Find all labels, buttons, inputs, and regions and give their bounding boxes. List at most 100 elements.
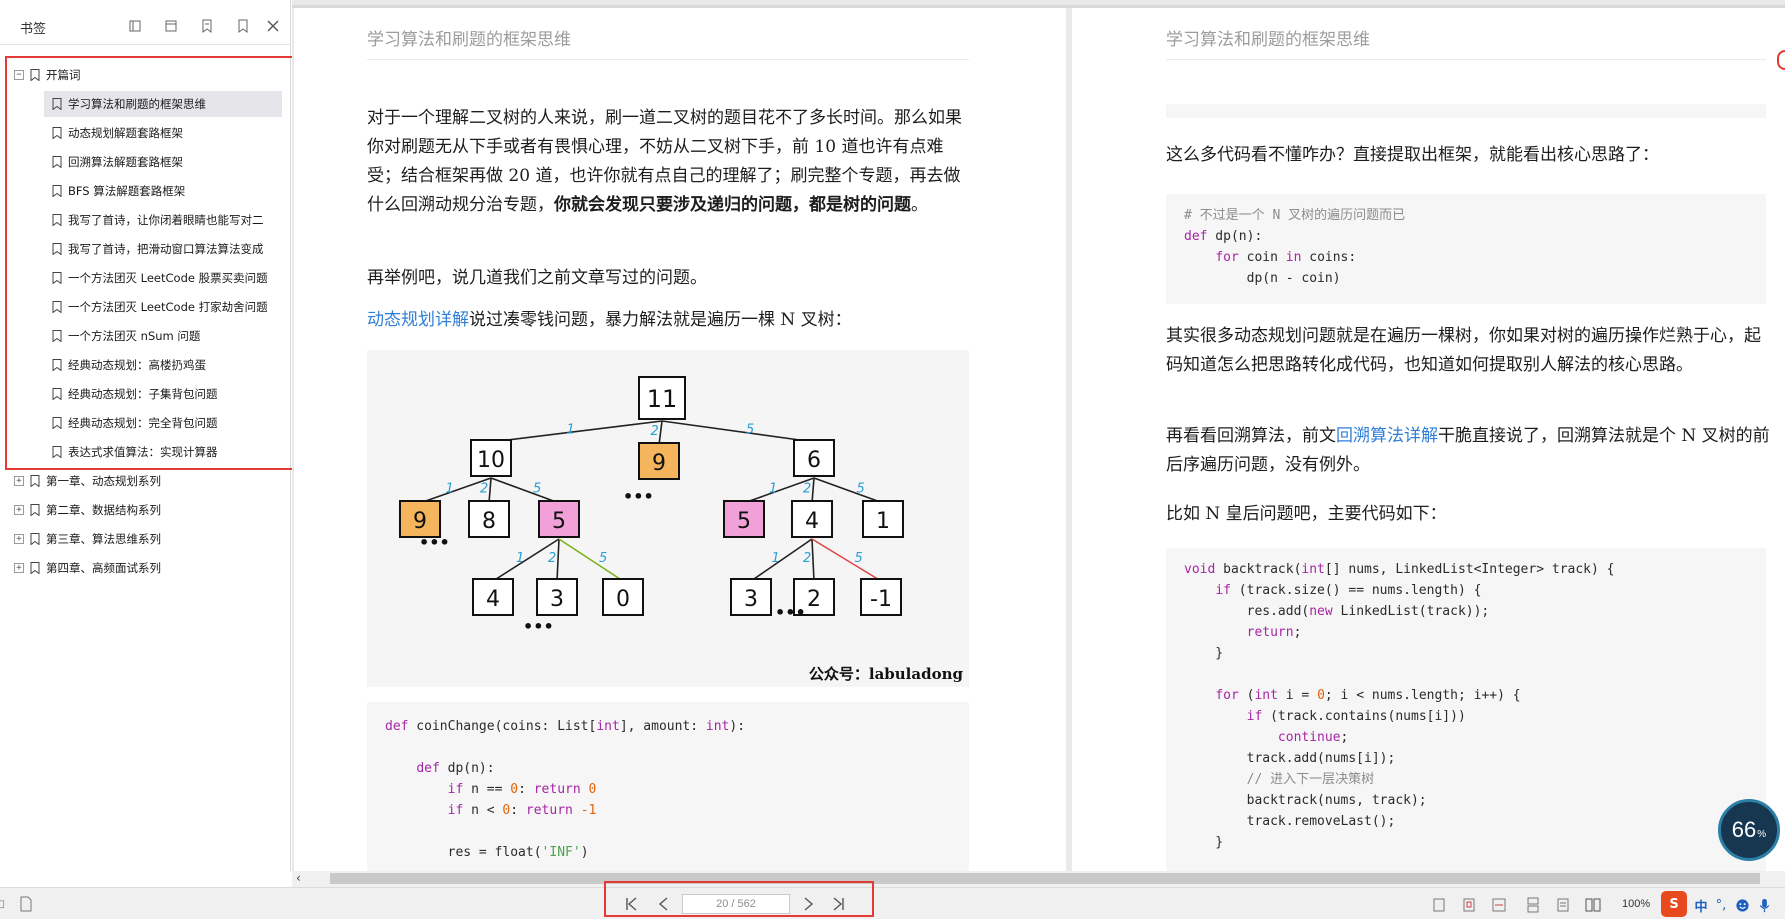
tree-node-label: 0: [616, 587, 630, 612]
expand-icon[interactable]: +: [14, 534, 24, 544]
bookmark-item[interactable]: 回溯算法解题套路框架: [44, 149, 282, 175]
bookmark-label: 第三章、算法思维系列: [46, 532, 161, 546]
edge-label: 2: [803, 482, 811, 497]
tree-edge: [811, 538, 882, 582]
bookmark-item[interactable]: BFS 算法解题套路框架: [44, 178, 282, 204]
code-line: continue;: [1277, 730, 1349, 745]
bookmark-item[interactable]: 动态规划解题套路框架: [44, 120, 282, 146]
bookmark-label: 我写了首诗，让你闭着眼睛也能写对二: [68, 213, 264, 227]
next-page-icon[interactable]: [798, 895, 818, 913]
tree-node: [638, 442, 680, 480]
last-page-icon[interactable]: [828, 895, 848, 913]
collapse-all-icon[interactable]: [160, 15, 182, 37]
scroll-left-icon[interactable]: ‹: [296, 871, 301, 885]
expand-icon[interactable]: +: [14, 563, 24, 573]
edge-label: 1: [516, 551, 524, 566]
tree-node-label: 4: [805, 509, 819, 534]
dp-article-link[interactable]: 动态规划详解: [367, 310, 469, 330]
paragraph-bold: 你就会发现只要涉及递归的问题，都是树的问题: [554, 195, 911, 215]
code-line: if n < 0: return -1: [447, 803, 597, 818]
backtrack-article-link[interactable]: 回溯算法详解: [1336, 426, 1438, 446]
bookmark-item[interactable]: 一个方法团灭 LeetCode 股票买卖问题: [44, 265, 273, 291]
bookmark-label: 经典动态规划：高楼扔鸡蛋: [68, 358, 206, 372]
close-icon[interactable]: [262, 15, 284, 37]
document-icon[interactable]: [16, 895, 36, 913]
code-line: track.removeLast();: [1184, 814, 1396, 829]
tree-node: [536, 578, 578, 616]
expand-icon[interactable]: +: [14, 505, 24, 515]
performance-widget[interactable]: 66%: [1718, 799, 1780, 861]
tree-node-label: 8: [482, 509, 496, 534]
microphone-icon[interactable]: [1755, 894, 1773, 916]
bookmark-icon: [52, 127, 62, 139]
add-bookmark-icon[interactable]: [196, 15, 218, 37]
fit-page-icon[interactable]: [1460, 896, 1478, 914]
page-number-input[interactable]: 20 / 562: [682, 894, 790, 914]
bookmark-chapter[interactable]: +第二章、数据结构系列: [14, 497, 280, 523]
two-page-view-icon[interactable]: [1584, 896, 1602, 914]
sogou-ime-icon[interactable]: S: [1661, 891, 1687, 917]
code-line: void backtrack(int[] nums, LinkedList<In…: [1184, 562, 1615, 577]
horizontal-scrollbar[interactable]: ‹: [292, 871, 1785, 887]
bookmark-icon: [52, 156, 62, 168]
continuous-view-icon[interactable]: [1524, 896, 1542, 914]
bookmark-item[interactable]: 经典动态规划：子集背包问题: [44, 381, 282, 407]
fit-width-icon[interactable]: [1490, 896, 1508, 914]
bookmark-icon: [30, 69, 40, 81]
previous-page-icon[interactable]: [654, 895, 674, 913]
ime-punctuation[interactable]: °,: [1715, 897, 1727, 913]
first-page-icon[interactable]: [622, 895, 642, 913]
bookmark-panel-title: 书签: [20, 22, 47, 37]
divider: [0, 44, 291, 45]
expand-icon[interactable]: +: [14, 476, 24, 486]
bookmark-label: 开篇词: [46, 68, 81, 82]
code-line: return;: [1246, 625, 1302, 640]
bookmark-item[interactable]: 经典动态规划：高楼扔鸡蛋: [44, 352, 282, 378]
bookmark-chapter[interactable]: + 第三章、算法思维系列: [14, 526, 280, 552]
bookmark-item[interactable]: 我写了首诗，让你闭着眼睛也能写对二: [44, 207, 273, 233]
zoom-level[interactable]: 100%: [1622, 898, 1651, 910]
code-line: def dp(n):: [1184, 229, 1263, 244]
code-line: }: [1184, 646, 1224, 661]
paragraph-text: 再看看回溯算法，前文: [1166, 426, 1336, 446]
bookmark-label: 第一章、动态规划系列: [46, 474, 161, 488]
code-line: [1184, 664, 1748, 685]
code-line: [385, 821, 951, 842]
bookmark-chapter[interactable]: +第四章、高频面试系列: [14, 555, 280, 581]
page-right: 学习算法和刷题的框架思维 这么多代码看不懂咋办？直接提取出框架，就能看出核心思路…: [1072, 8, 1785, 871]
single-page-view-icon[interactable]: [1430, 896, 1448, 914]
panel-toggle-icon[interactable]: [0, 895, 10, 913]
page-layout-icon[interactable]: [1554, 896, 1572, 914]
bookmark-chapter[interactable]: − 开篇词: [14, 62, 280, 88]
edge-label: 1: [567, 423, 575, 438]
emoji-icon[interactable]: [1733, 894, 1751, 916]
tree-node: [793, 439, 835, 477]
bookmark-label: 一个方法团灭 LeetCode 打家劫舍问题: [68, 300, 268, 314]
scrollbar-thumb[interactable]: [330, 873, 1760, 884]
paragraph: 动态规划详解说过凑零钱问题，暴力解法就是遍历一棵 N 叉树：: [367, 306, 971, 335]
tree-edge: [811, 477, 815, 504]
tree-node: [470, 439, 512, 477]
bookmark-chapter[interactable]: + 第一章、动态规划系列: [14, 468, 280, 494]
bookmark-item[interactable]: 我写了首诗，把滑动窗口算法算法变成: [44, 236, 273, 262]
tree-node: [862, 500, 904, 538]
bookmark-item[interactable]: 一个方法团灭 nSum 问题: [44, 323, 282, 349]
bookmark-item[interactable]: 一个方法团灭 LeetCode 打家劫舍问题: [44, 294, 273, 320]
tree-node-label: 11: [647, 385, 678, 413]
collapse-icon[interactable]: −: [14, 70, 24, 80]
bookmark-item[interactable]: 学习算法和刷题的框架思维: [44, 91, 282, 117]
header-rule: [367, 59, 969, 60]
code-line: def coinChange(coins: List[int], amount:…: [385, 719, 746, 734]
ime-mode[interactable]: 中: [1694, 899, 1708, 915]
bookmark-item[interactable]: 表达式求值算法：实现计算器: [44, 439, 282, 465]
tree-edge: [813, 477, 884, 504]
tree-edge: [419, 477, 492, 504]
bookmark-icon[interactable]: [232, 15, 254, 37]
top-divider: [292, 5, 1785, 8]
document-view[interactable]: 学习算法和刷题的框架思维 对于一个理解二叉树的人来说，刷一道二叉树的题目花不了多…: [292, 0, 1785, 871]
tree-node: [638, 376, 686, 420]
bookmark-item[interactable]: 经典动态规划：完全背包问题: [44, 410, 282, 436]
bookmark-icon: [52, 417, 62, 429]
expand-all-icon[interactable]: [124, 15, 146, 37]
